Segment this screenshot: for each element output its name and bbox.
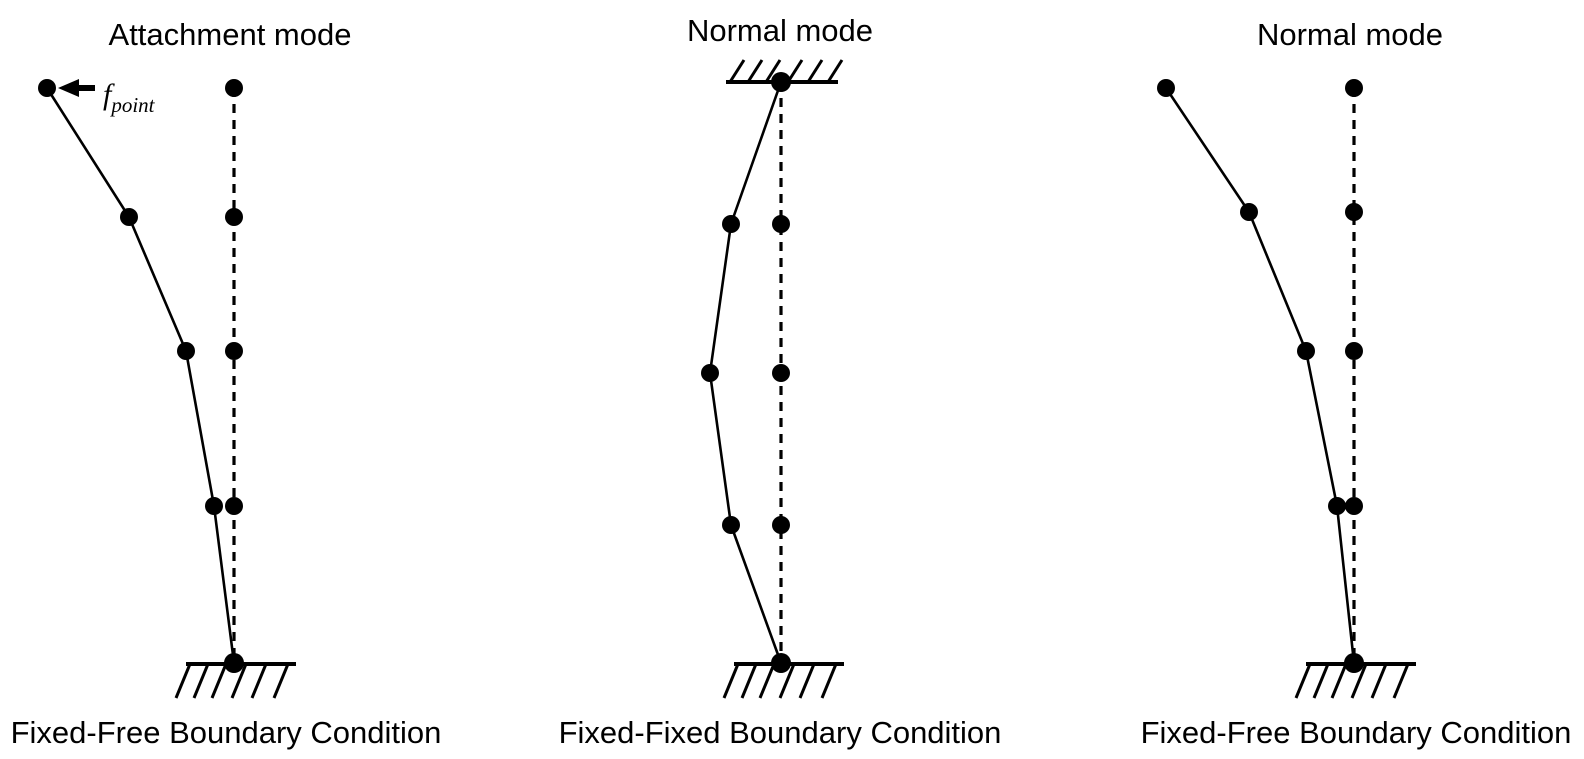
deformed-node-tip bbox=[1157, 79, 1175, 97]
support-hatch-mark bbox=[806, 59, 824, 83]
support-hatch-mark bbox=[764, 59, 782, 83]
panel-attachment-mode: Attachment mode bbox=[11, 17, 442, 750]
deformed-node bbox=[177, 342, 195, 360]
reference-node bbox=[1345, 79, 1363, 97]
support-fixed-ground-2 bbox=[722, 662, 844, 699]
support-hatch-mark bbox=[1370, 663, 1388, 699]
deformed-node-top-fixed bbox=[771, 72, 791, 92]
reference-line-group-2 bbox=[772, 82, 790, 663]
support-fixed-ground-3 bbox=[1294, 662, 1416, 699]
support-hatch-mark bbox=[230, 663, 248, 699]
deformed-shape-group-1 bbox=[38, 79, 244, 673]
panel-title-normal-mode-fixed-fixed: Normal mode bbox=[687, 13, 873, 48]
reference-node bbox=[772, 215, 790, 233]
reference-node bbox=[1345, 497, 1363, 515]
support-hatch-mark bbox=[1350, 663, 1368, 699]
support-hatch-mark bbox=[740, 663, 758, 699]
support-hatch-mark bbox=[758, 663, 776, 699]
reference-line-group-3 bbox=[1345, 79, 1363, 663]
deformed-node bbox=[701, 364, 719, 382]
panel-caption-fixed-free-1: Fixed-Free Boundary Condition bbox=[11, 715, 442, 750]
support-hatch-mark bbox=[746, 59, 764, 83]
deformed-node bbox=[722, 516, 740, 534]
deformed-node bbox=[120, 208, 138, 226]
support-hatch-mark bbox=[778, 663, 796, 699]
reference-node bbox=[225, 342, 243, 360]
reference-node bbox=[772, 364, 790, 382]
deformed-node bbox=[722, 215, 740, 233]
support-hatch-mark bbox=[272, 663, 290, 699]
deformed-shape-polyline-2 bbox=[708, 80, 783, 665]
support-hatch-mark bbox=[1312, 663, 1330, 699]
deformed-node bbox=[1240, 203, 1258, 221]
deformed-node-tip bbox=[38, 79, 56, 97]
support-hatch-mark bbox=[1330, 663, 1348, 699]
support-hatch-mark bbox=[728, 59, 746, 83]
arrow-head-icon bbox=[58, 79, 79, 97]
support-hatch-mark bbox=[826, 59, 844, 83]
reference-node bbox=[1345, 342, 1363, 360]
support-hatch-mark bbox=[722, 663, 740, 699]
panel-normal-mode-fixed-fixed: Normal mode bbox=[559, 13, 1002, 750]
panel-title-normal-mode-fixed-free: Normal mode bbox=[1257, 17, 1443, 52]
support-fixed-ground-1 bbox=[174, 662, 296, 699]
force-point-label: fpoint bbox=[103, 78, 156, 117]
deformed-shape-group-3 bbox=[1157, 79, 1364, 673]
reference-node bbox=[225, 208, 243, 226]
support-hatch-mark bbox=[192, 663, 210, 699]
force-arrow-1 bbox=[58, 79, 95, 97]
deformed-node bbox=[1297, 342, 1315, 360]
deformed-node bbox=[1328, 497, 1346, 515]
deformed-node bbox=[205, 497, 223, 515]
reference-node bbox=[772, 516, 790, 534]
deformed-shape-polyline-3 bbox=[1164, 86, 1356, 665]
deformed-shape-polyline-1 bbox=[45, 86, 236, 665]
panel-caption-fixed-free-3: Fixed-Free Boundary Condition bbox=[1141, 715, 1572, 750]
support-hatch-mark bbox=[820, 663, 838, 699]
support-hatch-mark bbox=[1294, 663, 1312, 699]
panel-caption-fixed-fixed: Fixed-Fixed Boundary Condition bbox=[559, 715, 1002, 750]
reference-node bbox=[1345, 203, 1363, 221]
support-hatch-mark bbox=[250, 663, 268, 699]
deformed-shape-group-2 bbox=[701, 72, 791, 673]
support-hatch-mark bbox=[210, 663, 228, 699]
reference-line-group-1 bbox=[225, 79, 243, 663]
reference-node bbox=[225, 79, 243, 97]
support-hatch-mark bbox=[798, 663, 816, 699]
support-hatch-mark bbox=[174, 663, 192, 699]
reference-node bbox=[225, 497, 243, 515]
support-hatch-mark bbox=[786, 59, 804, 83]
panel-title-attachment-mode: Attachment mode bbox=[109, 17, 352, 52]
panel-normal-mode-fixed-free: Normal mode bbox=[1141, 17, 1572, 750]
force-label-subscript: point bbox=[109, 93, 155, 117]
support-hatch-mark bbox=[1392, 663, 1410, 699]
